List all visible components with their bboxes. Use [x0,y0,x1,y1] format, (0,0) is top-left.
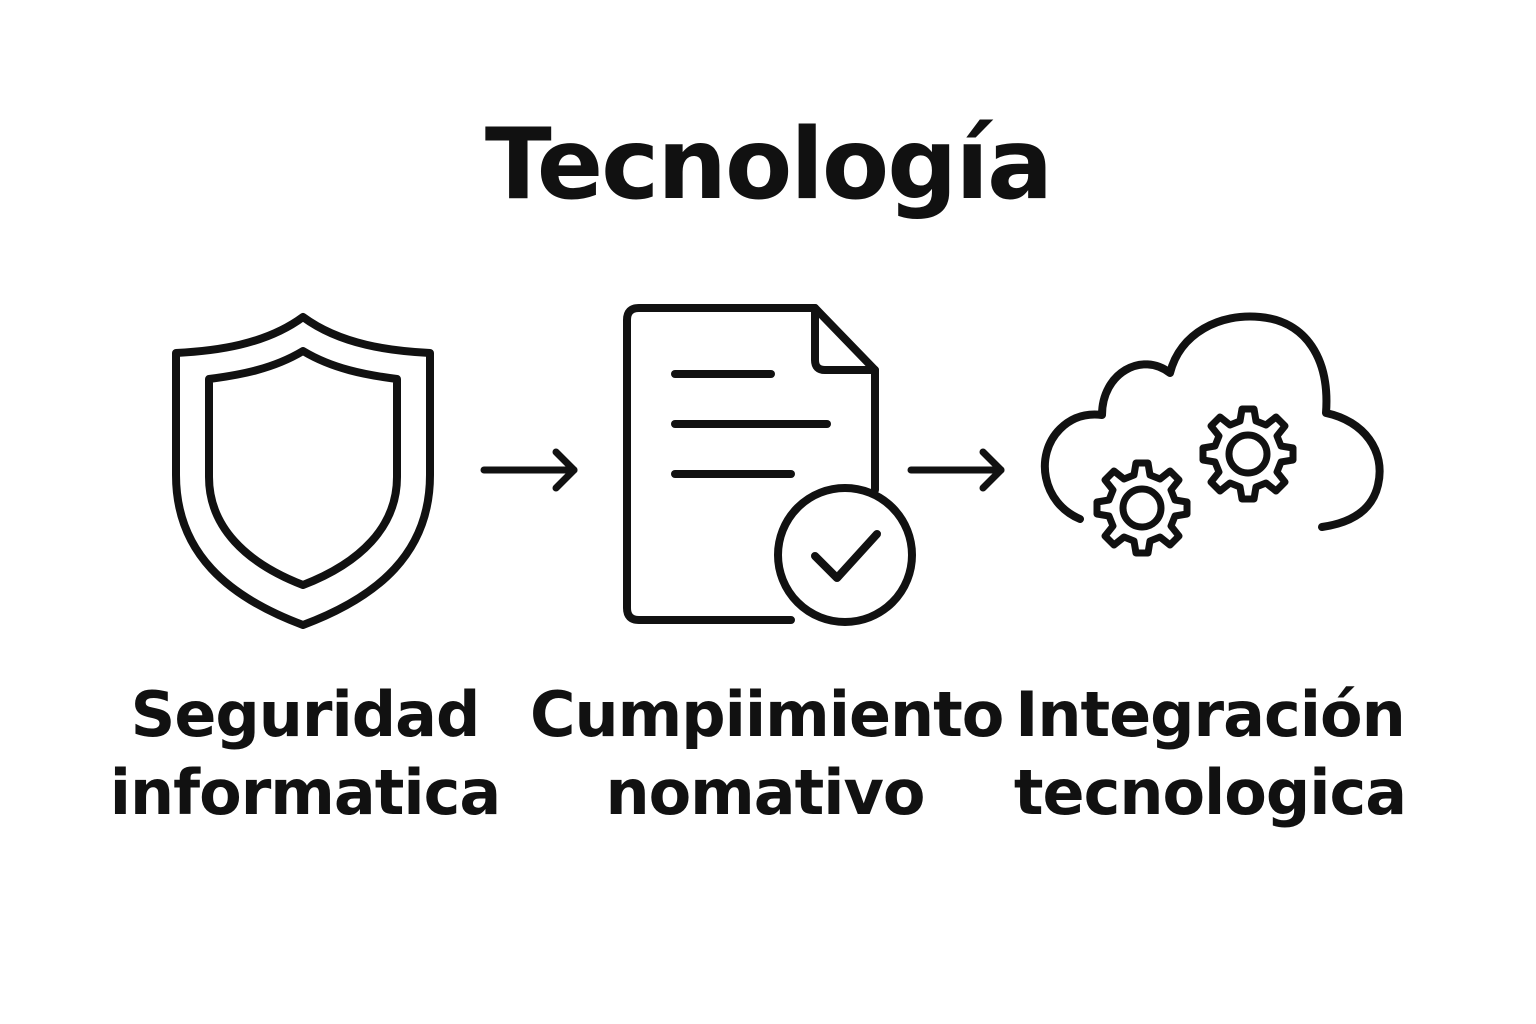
step-label-security: Seguridad informatica [100,676,510,832]
step-label-compliance: Cumpiimiento nomativo [530,676,1004,832]
step-label-line: nomativo [605,756,925,829]
step-label-line: informatica [109,756,501,829]
page-title: Tecnología [484,108,1053,222]
step-label-line: Seguridad [130,678,481,751]
step-label-integration: Integración tecnologica [1000,676,1420,832]
cloud-gears-icon [1040,312,1384,557]
step-label-line: tecnologica [1013,756,1407,829]
arrow-right-icon [907,448,1005,492]
shield-icon [172,313,434,629]
arrow-right-icon [480,448,578,492]
step-label-line: Integración [1015,678,1405,751]
step-label-line: Cumpiimiento [530,678,1004,751]
document-check-icon [623,304,916,626]
